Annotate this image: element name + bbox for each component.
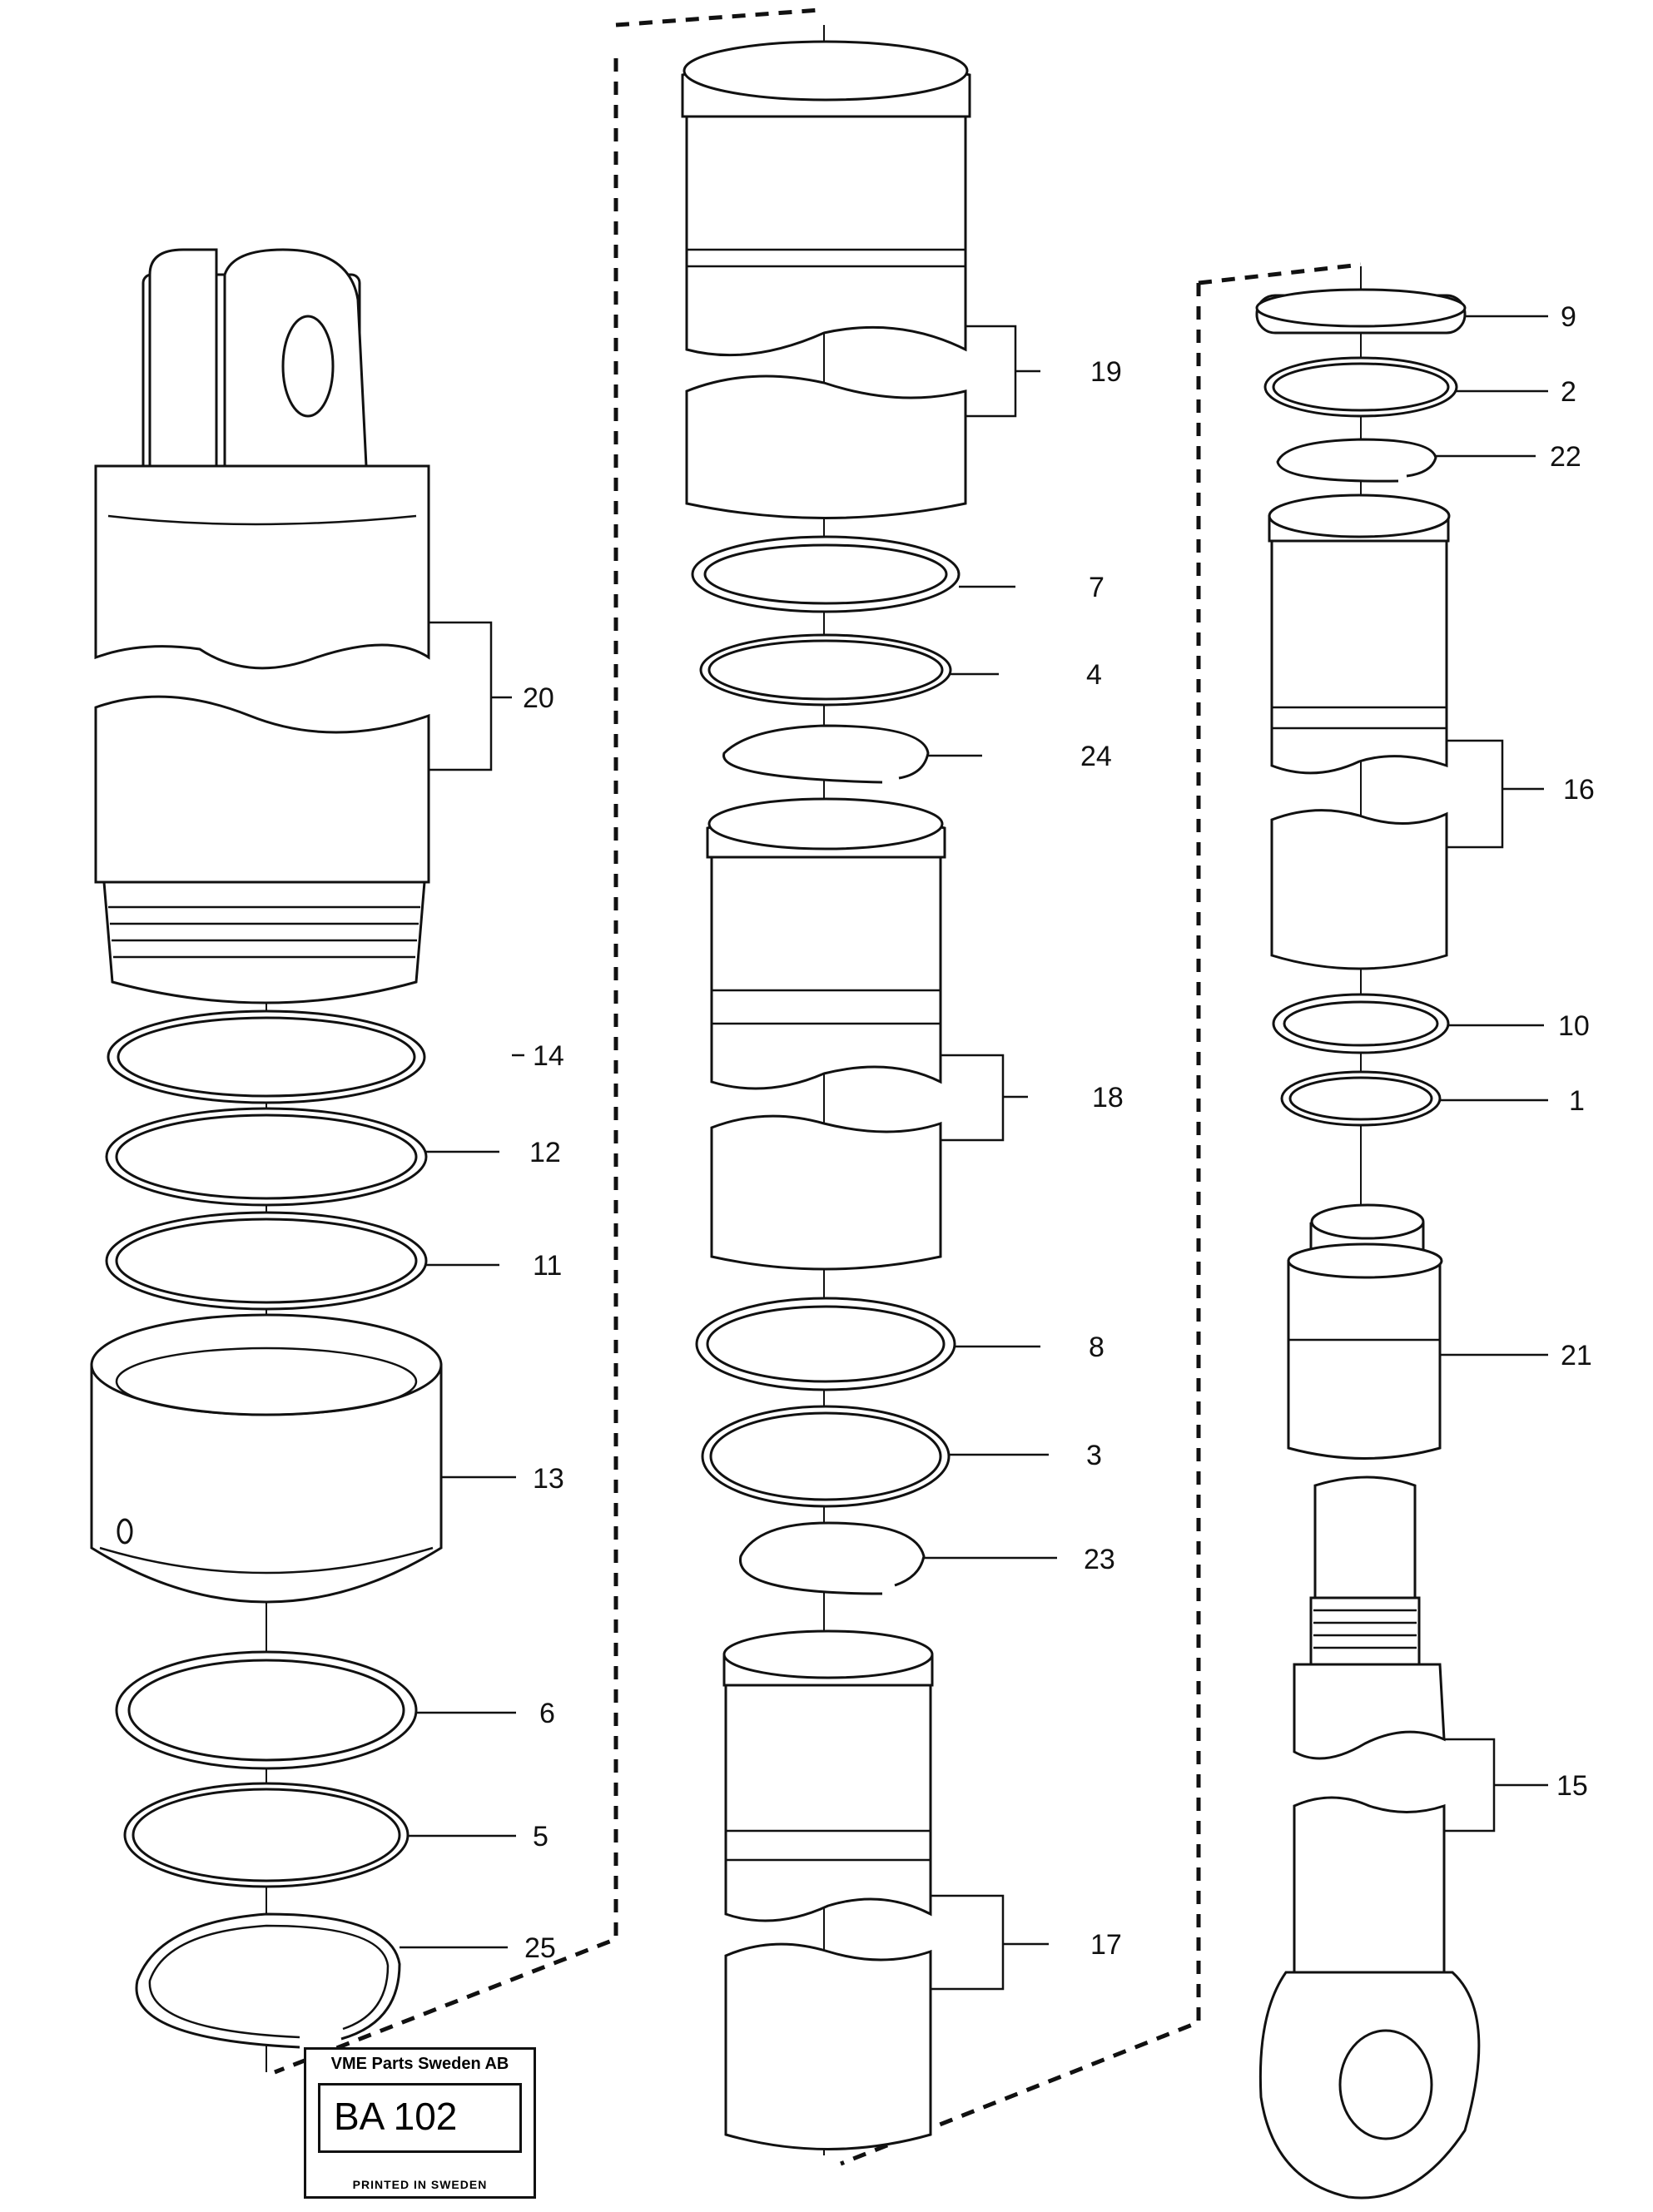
part-2-ring (1263, 356, 1458, 418)
label-24: 24 (1080, 741, 1112, 772)
part-10-ring (1272, 993, 1450, 1054)
part-11-ring (105, 1211, 428, 1311)
label-20: 20 (523, 682, 554, 714)
part-24-snap-ring (722, 724, 930, 784)
dashed-connector-top (615, 7, 821, 27)
part-6-ring (115, 1650, 418, 1770)
part-20-head (94, 248, 430, 670)
part-15-rod-upper (1293, 1475, 1446, 1760)
label-1: 1 (1569, 1085, 1585, 1117)
title-block-code-box: BA 102 (318, 2083, 522, 2153)
part-7-ring (691, 535, 961, 613)
title-block-company: VME Parts Sweden AB (330, 2055, 509, 2073)
label-18: 18 (1092, 1082, 1124, 1113)
part-22-snap-ring (1276, 438, 1437, 483)
part-18-tube-lower (710, 1114, 942, 1271)
part-20-tube (94, 695, 430, 1004)
label-19: 19 (1090, 356, 1122, 388)
part-12-ring (105, 1107, 428, 1207)
label-11: 11 (533, 1250, 562, 1282)
label-5: 5 (533, 1821, 549, 1852)
part-8-ring (695, 1297, 956, 1391)
label-14: 14 (533, 1040, 564, 1072)
label-22: 22 (1550, 441, 1581, 473)
label-8: 8 (1089, 1332, 1104, 1363)
label-25: 25 (524, 1932, 556, 1964)
label-7: 7 (1089, 572, 1104, 603)
part-16-tube-lower (1270, 809, 1448, 970)
part-3-ring (701, 1405, 951, 1508)
part-17-tube-lower (724, 1942, 932, 2150)
part-19-tube-upper (681, 40, 971, 357)
part-23-snap-ring (739, 1521, 926, 1595)
label-3: 3 (1086, 1440, 1102, 1471)
part-14-ring (107, 1009, 426, 1104)
part-19-tube-lower (685, 374, 967, 519)
label-23: 23 (1084, 1544, 1115, 1575)
dashed-connector-left (274, 58, 618, 2075)
label-13: 13 (533, 1463, 564, 1495)
part-5-ring (123, 1782, 410, 1888)
part-21-piston (1287, 1203, 1443, 1460)
part-4-ring (699, 633, 952, 707)
label-12: 12 (529, 1137, 561, 1168)
label-4: 4 (1086, 659, 1102, 691)
part-1-ring (1280, 1070, 1442, 1127)
label-16: 16 (1563, 774, 1595, 806)
label-2: 2 (1561, 376, 1576, 408)
label-9: 9 (1561, 301, 1576, 333)
label-17: 17 (1090, 1929, 1122, 1961)
label-21: 21 (1561, 1340, 1592, 1371)
title-block-printed: PRINTED IN SWEDEN (352, 2178, 488, 2191)
part-13-nut (90, 1313, 443, 1604)
part-17-tube-upper (722, 1629, 934, 1922)
part-9-ring (1255, 288, 1467, 335)
label-6: 6 (539, 1698, 555, 1729)
part-16-tube-upper (1268, 493, 1451, 775)
part-15-rod-eye (1258, 1796, 1481, 2200)
title-block: VME Parts Sweden AB BA 102 PRINTED IN SW… (304, 2047, 536, 2199)
label-10: 10 (1558, 1010, 1590, 1042)
part-18-tube-upper (706, 797, 946, 1090)
title-block-code: BA 102 (334, 2095, 458, 2138)
part-25-snap-ring (135, 1912, 401, 2049)
label-15: 15 (1556, 1770, 1588, 1802)
dashed-connector-right-top (1198, 262, 1362, 285)
